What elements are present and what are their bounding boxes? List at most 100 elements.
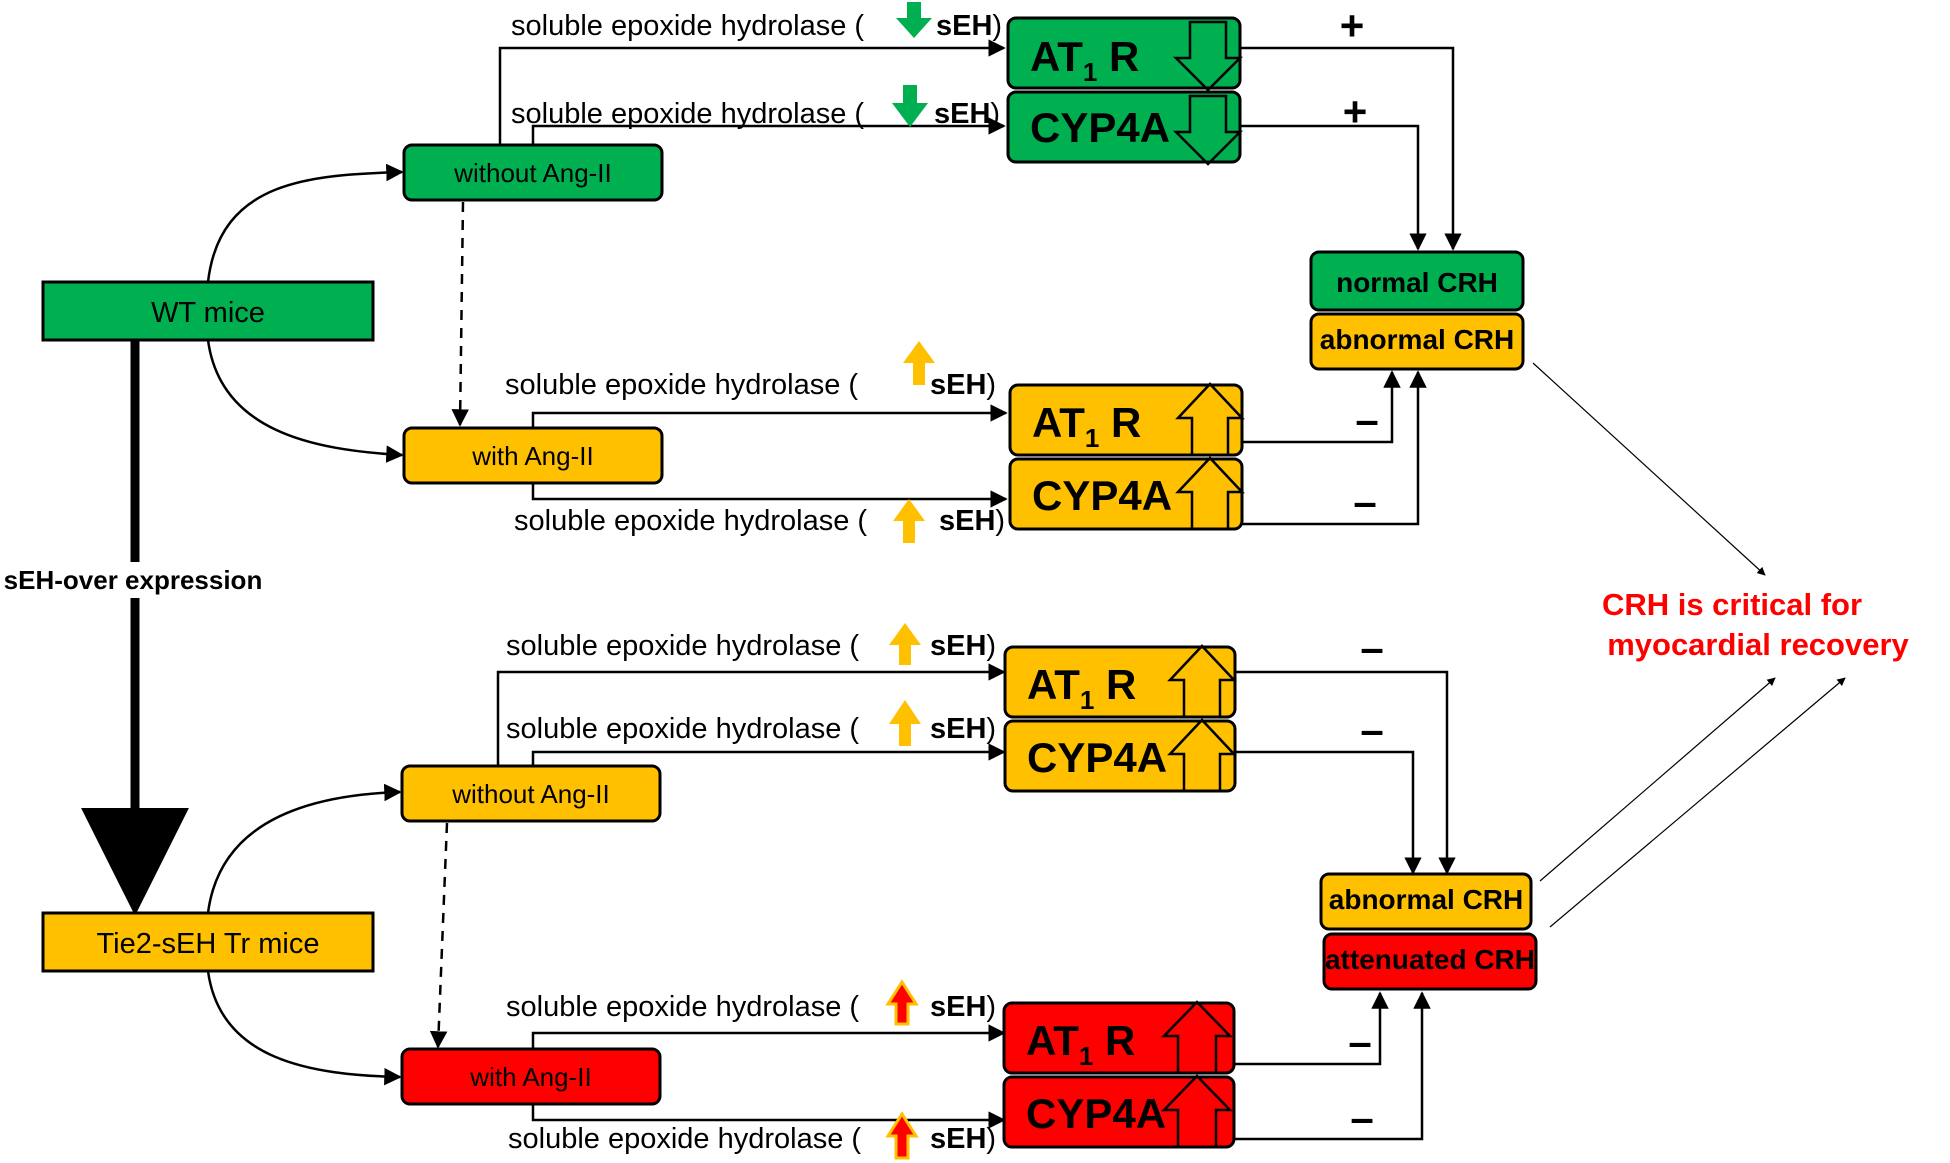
wt-without-cyp4a-node[interactable]: CYP4A [1006, 90, 1244, 166]
wt-without-ang-ii-label: without Ang-II [453, 158, 612, 188]
svg-text:sEH): sEH) [930, 991, 996, 1023]
wt-to-with-curve [206, 339, 404, 463]
svg-text:soluble epoxide hydrolase (: soluble epoxide hydrolase ( [514, 505, 867, 537]
up-arrow-icon [1161, 1000, 1233, 1075]
minus-sign: – [1355, 396, 1378, 443]
tie2-to-with-curve [206, 970, 402, 1086]
up-arrow-icon [1175, 382, 1245, 457]
svg-text:sEH): sEH) [936, 10, 1002, 42]
seh-label-7: soluble epoxide hydrolase ( sEH) [506, 979, 996, 1026]
plus-sign: + [1340, 2, 1365, 49]
tie2-at1r-to-abnormal-line [1235, 670, 1456, 875]
tie2-without-ang-ii-box[interactable] [400, 764, 662, 823]
seh-label-8: soluble epoxide hydrolase ( sEH) [508, 1111, 996, 1160]
minus-sign: – [1350, 1094, 1373, 1141]
wt-mice-label: WT mice [151, 297, 265, 329]
wt-with-to-at1r-line [531, 404, 1008, 428]
conclusion-line-2: myocardial recovery [1607, 627, 1909, 662]
svg-text:soluble epoxide hydrolase (: soluble epoxide hydrolase ( [511, 98, 864, 130]
svg-text:soluble epoxide hydrolase (: soluble epoxide hydrolase ( [505, 369, 858, 401]
tie2-with-ang-ii-box[interactable] [400, 1047, 662, 1106]
down-arrow-icon [896, 2, 932, 38]
up-arrow-icon [889, 623, 921, 665]
tie2-without-at1r-node[interactable]: AT1 R [1003, 644, 1237, 719]
tie2-abnormal-crh-label: abnormal CRH [1329, 884, 1523, 915]
wt-mice-box [41, 280, 375, 342]
wt-with-cyp4a-node[interactable]: CYP4A [1008, 456, 1245, 531]
svg-text:soluble epoxide hydrolase (: soluble epoxide hydrolase ( [506, 991, 859, 1023]
tie2-with-to-cyp4a-line [531, 1104, 1006, 1129]
wt-dashed-arrow [451, 201, 469, 427]
svg-text:sEH): sEH) [930, 713, 996, 745]
attenuated-crh-box [1322, 932, 1538, 991]
tie2-to-without-curve [206, 783, 402, 914]
wt-abnormal-crh-box [1309, 312, 1525, 371]
minus-sign: – [1360, 706, 1383, 753]
tie2-without-cyp4a-node[interactable]: CYP4A [1003, 718, 1237, 793]
attenuated-to-conclusion-line [1549, 677, 1846, 928]
plus-sign: + [1343, 88, 1368, 135]
wt-at1r-to-normal-line [1240, 46, 1462, 251]
tie2-with-at1r-to-attenuated-line [1234, 991, 1389, 1066]
up-arrow-icon [1167, 718, 1237, 793]
wt-with-to-cyp4a-line [531, 483, 1008, 508]
svg-text:soluble epoxide hydrolase (: soluble epoxide hydrolase ( [506, 713, 859, 745]
up-arrow-icon [885, 979, 919, 1026]
svg-text:CYP4A: CYP4A [1027, 734, 1167, 781]
svg-text:soluble epoxide hydrolase (: soluble epoxide hydrolase ( [506, 630, 859, 662]
conclusion-line-1: CRH is critical for [1602, 587, 1862, 622]
down-arrow-icon [1172, 20, 1244, 92]
down-arrow-icon [892, 85, 928, 127]
abnormal-to-conclusion-line [1532, 362, 1766, 576]
up-arrow-icon [1175, 456, 1245, 531]
wt-with-at1r-node[interactable]: AT1 R [1008, 382, 1245, 457]
tie2-with-at1r-node[interactable]: AT1 R [1002, 1000, 1236, 1075]
svg-text:soluble epoxide hydrolase (: soluble epoxide hydrolase ( [511, 10, 864, 42]
normal-crh-label: normal CRH [1336, 267, 1498, 298]
tie2-cyp4a-to-abnormal-line [1235, 750, 1422, 875]
svg-text:AT1 R: AT1 R [1027, 661, 1136, 715]
minus-sign: – [1348, 1018, 1371, 1065]
up-arrow-icon [893, 499, 925, 543]
tie2-with-to-at1r-line [531, 1024, 1006, 1049]
svg-text:sEH): sEH) [930, 1123, 996, 1155]
tie2-without-ang-ii-label: without Ang-II [451, 779, 610, 809]
tie2-with-ang-ii-label: with Ang-II [469, 1062, 591, 1092]
up-arrow-icon [1161, 1074, 1233, 1149]
wt-with-ang-ii-label: with Ang-II [471, 441, 593, 471]
tie2-dashed-arrow [429, 822, 449, 1049]
up-arrow-icon [1167, 644, 1237, 719]
normal-crh-box [1309, 250, 1525, 312]
tie2-abnormal-crh-box [1319, 872, 1533, 931]
minus-sign: – [1360, 624, 1383, 671]
svg-text:sEH): sEH) [939, 505, 1005, 537]
up-arrow-icon [885, 1111, 919, 1160]
svg-text:sEH): sEH) [934, 98, 1000, 130]
seh-label-2: soluble epoxide hydrolase ( sEH) [511, 85, 1000, 130]
seh-label-4: soluble epoxide hydrolase ( sEH) [514, 499, 1005, 543]
wt-without-at1r-node[interactable]: AT1 R [1006, 16, 1244, 92]
svg-text:AT1 R: AT1 R [1032, 399, 1141, 453]
up-arrow-icon [903, 341, 935, 385]
svg-text:AT1 R: AT1 R [1030, 33, 1139, 87]
up-arrow-icon [889, 700, 921, 746]
svg-text:CYP4A: CYP4A [1032, 472, 1172, 519]
seh-label-6: soluble epoxide hydrolase ( sEH) [506, 700, 996, 746]
wt-with-at1r-to-abnormal-line [1242, 370, 1401, 444]
seh-label-1: soluble epoxide hydrolase ( sEH) [511, 2, 1002, 42]
svg-text:CYP4A: CYP4A [1026, 1090, 1166, 1137]
svg-text:sEH): sEH) [930, 630, 996, 662]
wt-with-cyp4a-to-abnormal-line [1242, 370, 1427, 526]
svg-text:AT1 R: AT1 R [1026, 1017, 1135, 1071]
tie2-without-to-at1r-line [496, 663, 1006, 766]
overexpression-label-bg [0, 562, 270, 598]
tie2-with-cyp4a-to-attenuated-line [1234, 991, 1431, 1141]
wt-cyp4a-to-normal-line [1240, 124, 1427, 251]
tie2-with-cyp4a-node[interactable]: CYP4A [1002, 1074, 1236, 1149]
svg-text:CYP4A: CYP4A [1030, 104, 1170, 151]
wt-abnormal-crh-label: abnormal CRH [1320, 324, 1514, 355]
wt-to-without-curve [206, 163, 404, 283]
svg-text:sEH): sEH) [930, 369, 996, 401]
down-arrow-icon [1172, 94, 1244, 166]
